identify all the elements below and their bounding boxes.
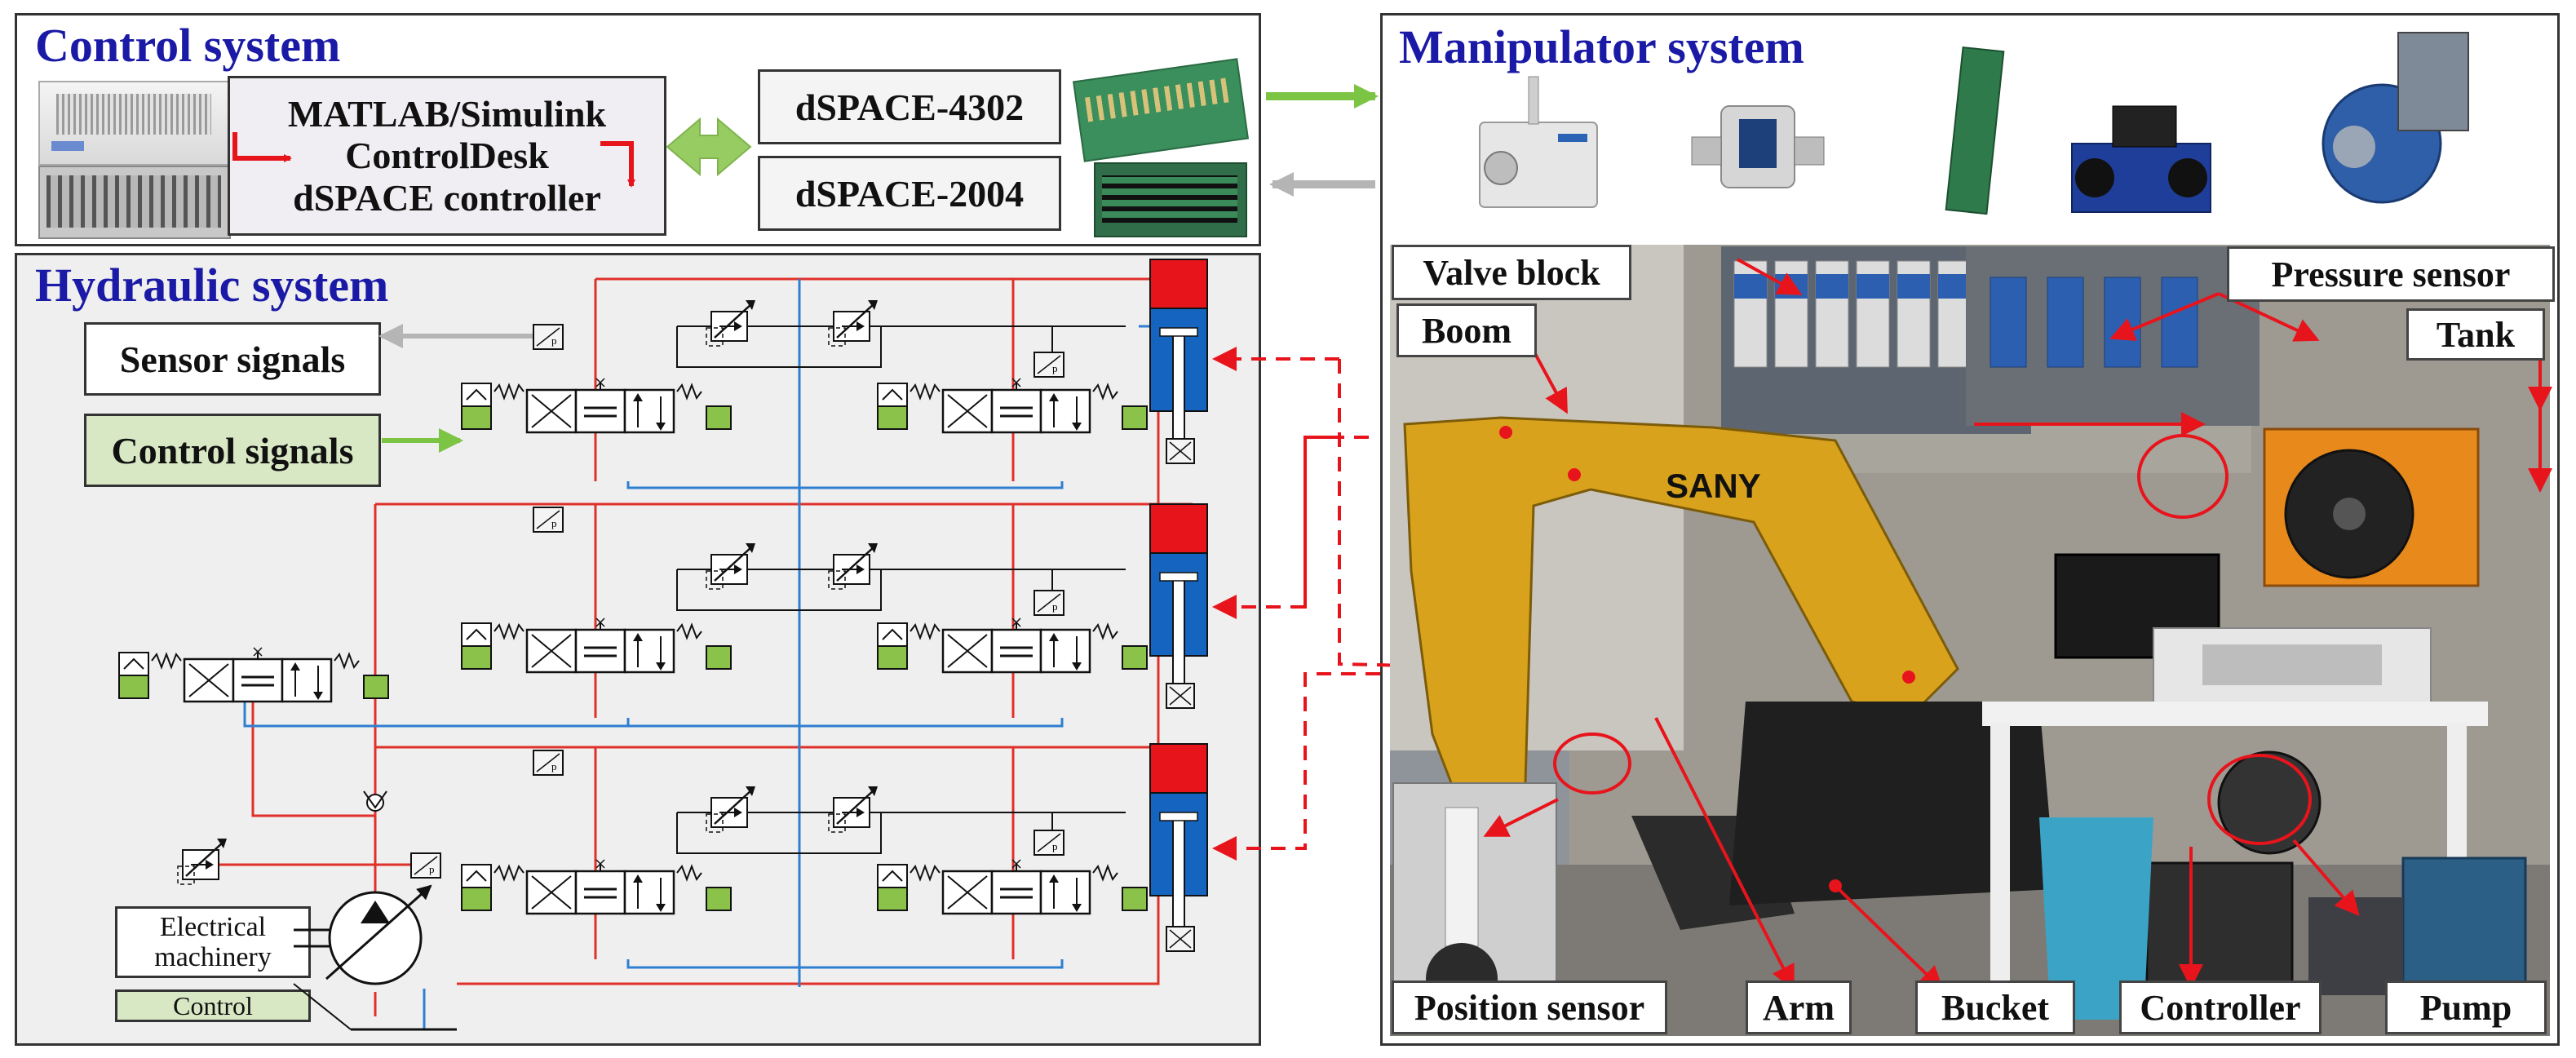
electrical-machinery-line-1: Electrical	[159, 911, 267, 942]
arm-label: Arm	[1746, 981, 1852, 1034]
dspace-rack-photo	[38, 166, 231, 239]
electrical-machinery-line-2: machinery	[154, 942, 272, 972]
servo-valve-photo	[2071, 105, 2211, 213]
control-box: Control	[115, 989, 311, 1022]
control-system-title: Control system	[35, 19, 341, 72]
bucket-label: Bucket	[1915, 981, 2075, 1034]
software-line-controldesk: ControlDesk	[345, 135, 549, 177]
software-line-dspace-controller: dSPACE controller	[293, 176, 601, 219]
board-4302-box: dSPACE-4302	[758, 69, 1061, 144]
hydraulic-schematic	[117, 259, 1208, 1031]
control-system-panel: Control system MATLAB/Simulink ControlDe…	[15, 13, 1261, 246]
dspace-box-photo	[38, 81, 231, 166]
hydraulic-system-title: Hydraulic system	[35, 259, 389, 312]
sensor-signals-box: Sensor signals	[84, 322, 381, 396]
control-signals-box: Control signals	[84, 414, 381, 487]
excavator-test-rig-photo: SANY	[1390, 245, 2550, 1036]
board-2004-photo	[1094, 162, 1247, 237]
hydraulic-pump-photo	[2321, 32, 2469, 204]
pressure-transducer-photo	[1691, 105, 1825, 188]
software-line-matlab: MATLAB/Simulink	[287, 92, 607, 135]
position-sensor-label: Position sensor	[1392, 981, 1667, 1034]
boom-label: Boom	[1396, 303, 1537, 357]
amplifier-card-photo	[1945, 46, 2005, 215]
controller-label: Controller	[2119, 981, 2321, 1034]
pressure-sensor-label: Pressure sensor	[2227, 246, 2555, 302]
sany-brand-text: SANY	[1666, 467, 1761, 505]
software-box: MATLAB/Simulink ControlDesk dSPACE contr…	[228, 76, 666, 236]
control-signal-arrows	[232, 84, 1379, 197]
pump-label: Pump	[2385, 981, 2547, 1034]
manipulator-component-photos	[1479, 32, 2469, 215]
callout-pointers	[1483, 258, 2552, 991]
valve-block-label: Valve block	[1392, 245, 1631, 300]
manipulator-system-title: Manipulator system	[1399, 20, 1804, 73]
board-2004-box: dSPACE-2004	[758, 156, 1061, 231]
tank-label: Tank	[2406, 308, 2545, 361]
position-sensor-photo-top	[1479, 76, 1598, 208]
electrical-machinery-box: Electrical machinery	[115, 906, 311, 978]
